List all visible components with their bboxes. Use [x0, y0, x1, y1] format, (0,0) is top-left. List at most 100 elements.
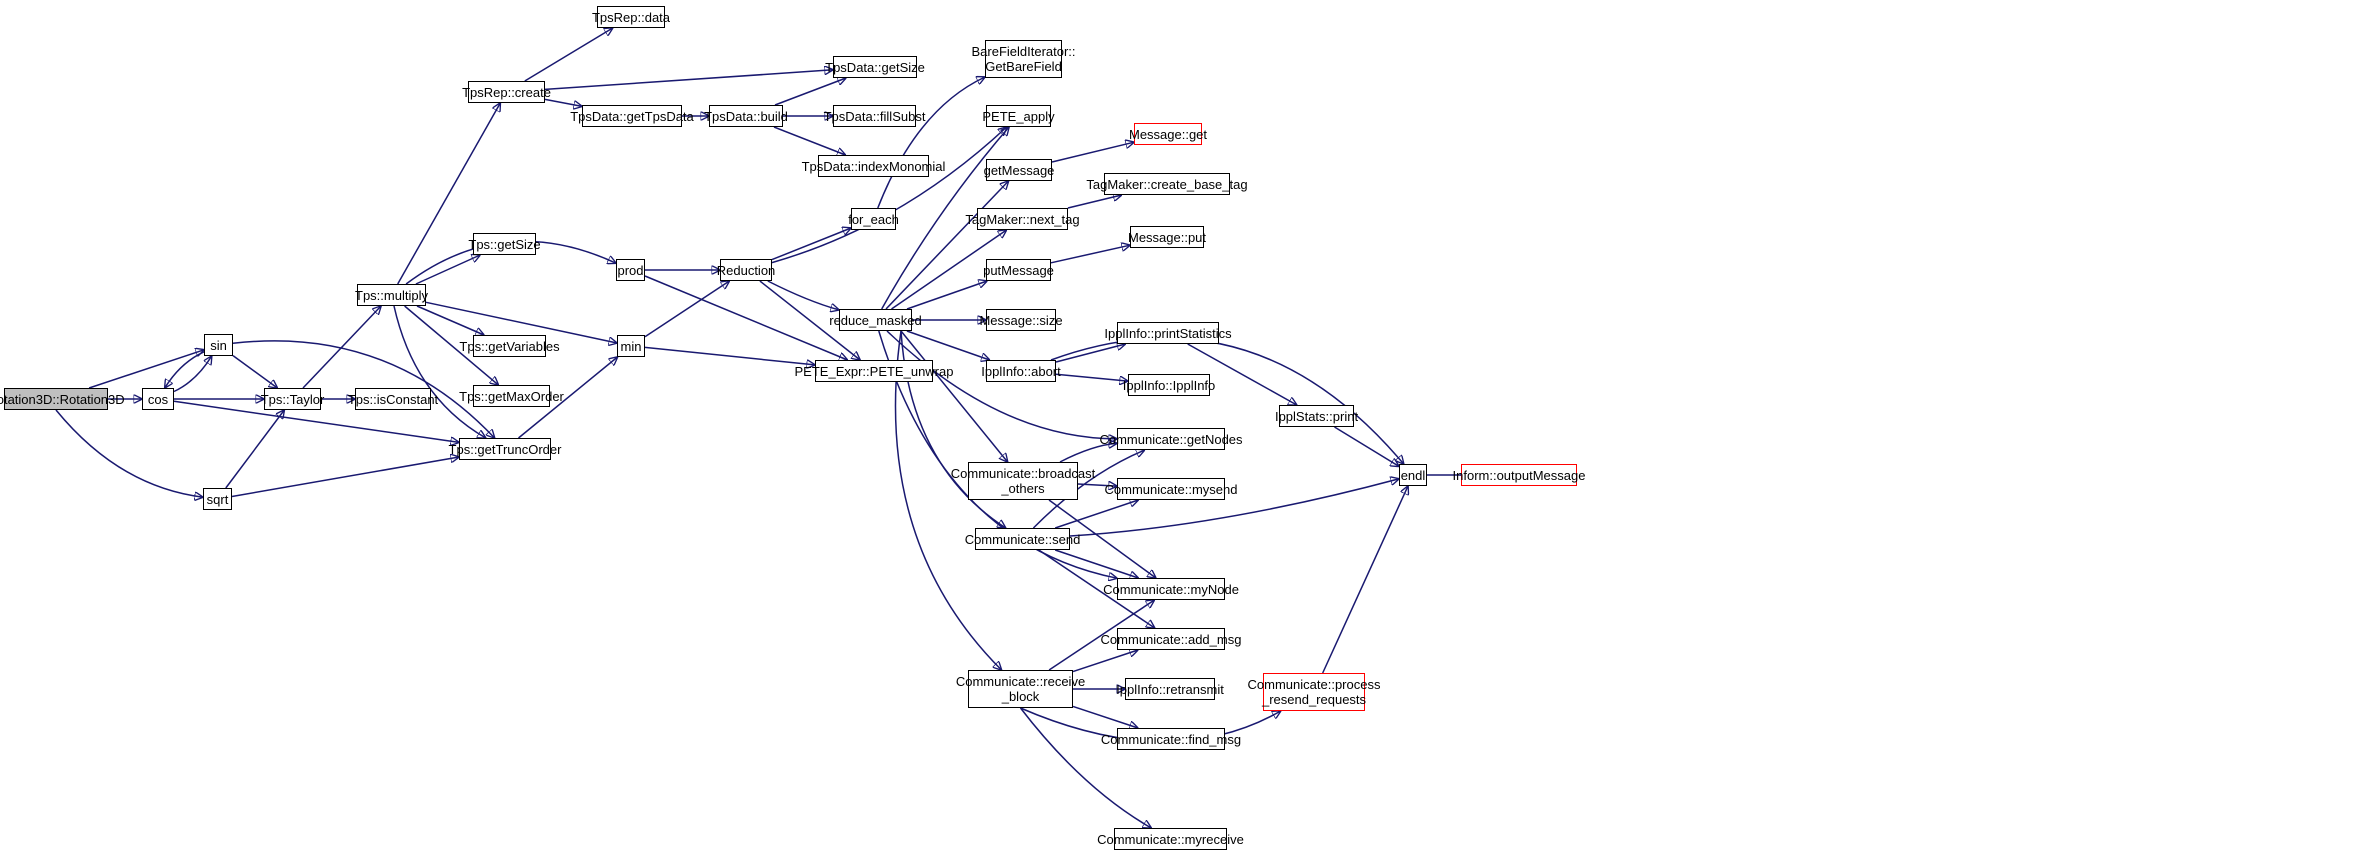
edge-cos-to-sin [173, 356, 212, 393]
node-communicate-mysend[interactable]: Communicate::mysend [1105, 478, 1237, 500]
edge-taylor-to-mult [302, 306, 381, 389]
edge-send-to-mynode [1054, 549, 1138, 578]
edge-min-to-reduction [644, 281, 729, 338]
edge-reduce-to-putmsg [906, 281, 987, 310]
edge-abort-to-printstats [1055, 344, 1125, 363]
edge-sin-to-trunc [232, 340, 495, 438]
edge-reduce-to-abort [906, 330, 990, 360]
edge-send-to-mysend [1054, 500, 1138, 529]
edge-prod-to-unwrap [644, 275, 848, 360]
edge-recv-to-addmsg [1072, 650, 1138, 673]
node-ipplinfo-abort[interactable]: IpplInfo::abort [981, 360, 1061, 382]
node-communicate-send[interactable]: Communicate::send [965, 528, 1080, 550]
edge-reduce-to-getnodes [886, 330, 1117, 439]
node-tps-getvariables[interactable]: Tps::getVariables [459, 335, 560, 357]
node-tpsdata-fillsubst[interactable]: TpsData::fillSubst [824, 105, 925, 127]
edge-cos-to-trunc [173, 400, 459, 442]
edge-reduce-to-peteapply [881, 127, 1009, 310]
edge-trunc-to-min [518, 357, 618, 439]
node-ipplstats-print[interactable]: IpplStats::print [1275, 405, 1358, 427]
node-tagmaker-create-base-tag[interactable]: TagMaker::create_base_tag [1086, 173, 1248, 195]
edge-foreach-to-bfi [877, 77, 985, 209]
node-ipplinfo-retransmit[interactable]: IpplInfo::retransmit [1116, 678, 1224, 700]
node-pete-apply[interactable]: PETE_apply [982, 105, 1055, 127]
node-sqrt[interactable]: sqrt [203, 488, 232, 510]
edge-repcreate-to-gettpsdata [544, 98, 582, 106]
edge-abort-to-ipplinfo [1055, 373, 1128, 381]
node-getmessage[interactable]: getMessage [984, 159, 1054, 181]
node-tpsdata-gettpsdata[interactable]: TpsData::getTpsData [570, 105, 694, 127]
node-communicate-myreceive[interactable]: Communicate::myreceive [1097, 828, 1244, 850]
node-sin[interactable]: sin [204, 334, 233, 356]
node-communicate-getnodes[interactable]: Communicate::getNodes [1099, 428, 1243, 450]
edge-repcreate-to-datagetsize [544, 70, 833, 91]
node-tps-getsize[interactable]: Tps::getSize [468, 233, 541, 255]
edge-rot-to-sin [88, 350, 204, 389]
edge-mult-to-maxorder [404, 305, 499, 385]
node-tpsdata-indexmonomial[interactable]: TpsData::indexMonomial [802, 155, 945, 177]
node-tagmaker-next-tag[interactable]: TagMaker::next_tag [965, 208, 1080, 230]
edge-min-to-unwrap [644, 346, 815, 365]
edge-mult-to-tpsgetsize [415, 255, 480, 285]
edge-getmsg-to-msgget [1051, 142, 1134, 163]
edge-recv-to-findmsg [1072, 705, 1138, 728]
edge-rot-to-sqrt [55, 409, 203, 497]
node-putmessage[interactable]: putMessage [983, 259, 1054, 281]
node-message-put[interactable]: Message::put [1128, 226, 1206, 248]
edge-send-to-addmsg [1038, 549, 1155, 628]
edge-sqrt-to-trunc [231, 457, 459, 498]
node-pete-expr-pete-unwrap[interactable]: PETE_Expr::PETE_unwrap [795, 360, 953, 382]
node-message-size[interactable]: Message::size [979, 309, 1063, 331]
edge-reduction-to-peteapply [771, 127, 1007, 264]
node-reduction[interactable]: Reduction [717, 259, 775, 281]
node-tps-multiply[interactable]: Tps::multiply [355, 284, 428, 306]
node-tpsrep-create[interactable]: TpsRep::create [462, 81, 551, 103]
node-endl[interactable]: endl [1399, 464, 1427, 486]
edge-mult-to-min [425, 301, 617, 343]
node-message-get[interactable]: Message::get [1129, 123, 1207, 145]
node-ipplinfo-printstatistics[interactable]: IpplInfo::printStatistics [1104, 322, 1232, 344]
edge-mult-to-getvars [416, 305, 484, 335]
node-tps-taylor[interactable]: Tps::Taylor [261, 388, 324, 410]
node-min[interactable]: min [617, 335, 645, 357]
node-cos[interactable]: cos [142, 388, 174, 410]
edge-sin-to-cos [165, 351, 205, 388]
edge-bcast-to-mynode [1048, 499, 1156, 578]
node-communicate-mynode[interactable]: Communicate::myNode [1103, 578, 1239, 600]
node-tpsdata-getsize[interactable]: TpsData::getSize [825, 56, 925, 78]
node-ipplinfo-ipplinfo[interactable]: IpplInfo::IpplInfo [1123, 374, 1215, 396]
node-inform-outputmessage[interactable]: Inform::outputMessage [1453, 464, 1585, 486]
node-communicate-find-msg[interactable]: Communicate::find_msg [1101, 728, 1241, 750]
edge-mult-to-repcreate [397, 103, 501, 285]
edge-reduction-to-foreach [771, 228, 851, 261]
node-communicate-add-msg[interactable]: Communicate::add_msg [1101, 628, 1241, 650]
edge-bcast-to-mysend [1077, 484, 1117, 486]
edge-nexttag-to-basetag [1067, 195, 1122, 209]
node-prod[interactable]: prod [616, 259, 645, 281]
edge-bcast-to-getnodes [1059, 443, 1117, 463]
edge-reduce-to-getmsg [885, 181, 1009, 310]
edge-send-to-endl [1069, 479, 1399, 537]
edge-build-to-indexmono [773, 126, 846, 155]
edge-recv-to-myrecv [1019, 707, 1152, 828]
edge-reduction-to-unwrap [759, 280, 860, 360]
edge-putmsg-to-msgput [1050, 245, 1130, 264]
node-tps-isconstant[interactable]: Tps::isConstant [348, 388, 438, 410]
node-barefielditerator-getbarefield[interactable]: BareFieldIterator:: GetBareField [971, 40, 1076, 78]
edge-process-to-endl [1322, 486, 1408, 674]
node-rotation3d-rotation3d[interactable]: Rotation3D::Rotation3D [0, 388, 125, 410]
node-communicate-broadcast-others[interactable]: Communicate::broadcast _others [951, 462, 1095, 500]
node-tps-getmaxorder[interactable]: Tps::getMaxOrder [459, 385, 564, 407]
edge-recv-to-mynode [1048, 600, 1154, 671]
node-for-each[interactable]: for_each [848, 208, 899, 230]
node-reduce-masked[interactable]: reduce_masked [829, 309, 922, 331]
node-communicate-process-resend-requests[interactable]: Communicate::process _resend_requests [1248, 673, 1380, 711]
node-tpsrep-data[interactable]: TpsRep::data [592, 6, 670, 28]
node-communicate-receive-block[interactable]: Communicate::receive _block [956, 670, 1085, 708]
edge-build-to-datagetsize [774, 78, 846, 106]
node-tpsdata-build[interactable]: TpsData::build [704, 105, 788, 127]
edge-reduce-to-bcast [900, 330, 1008, 462]
edge-sqrt-to-taylor [225, 410, 284, 489]
node-tps-gettruncorder[interactable]: Tps::getTruncOrder [449, 438, 561, 460]
